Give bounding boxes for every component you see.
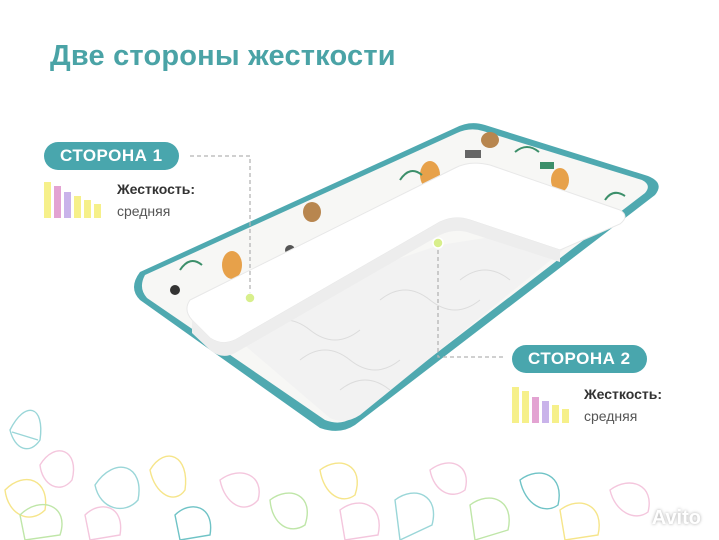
hardness-bars-2 (512, 387, 569, 423)
foam-edge (192, 217, 560, 356)
side-2-badge: СТОРОНА 2 (512, 345, 647, 373)
hardness-value-1: средняя (117, 203, 171, 219)
hardness-label-2: Жесткость: (584, 386, 662, 402)
page-title: Две стороны жесткости (50, 40, 396, 72)
quilted-side (215, 220, 600, 421)
leaves-decoration (4, 409, 650, 540)
hardness-info-2: Жесткость: средняя (584, 383, 662, 427)
marker-dot-2 (432, 237, 444, 249)
animal-print (170, 132, 626, 295)
hardness-value-2: средняя (584, 408, 638, 424)
hardness-info-1: Жесткость: средняя (117, 178, 195, 222)
leader-lines (190, 155, 505, 358)
hardness-bars-1 (44, 182, 101, 218)
quilt-pattern (259, 269, 511, 391)
avito-watermark: Avito (651, 507, 701, 529)
hardness-label-1: Жесткость: (117, 181, 195, 197)
side-1-badge: СТОРОНА 1 (44, 142, 179, 170)
marker-dot-1 (244, 292, 256, 304)
